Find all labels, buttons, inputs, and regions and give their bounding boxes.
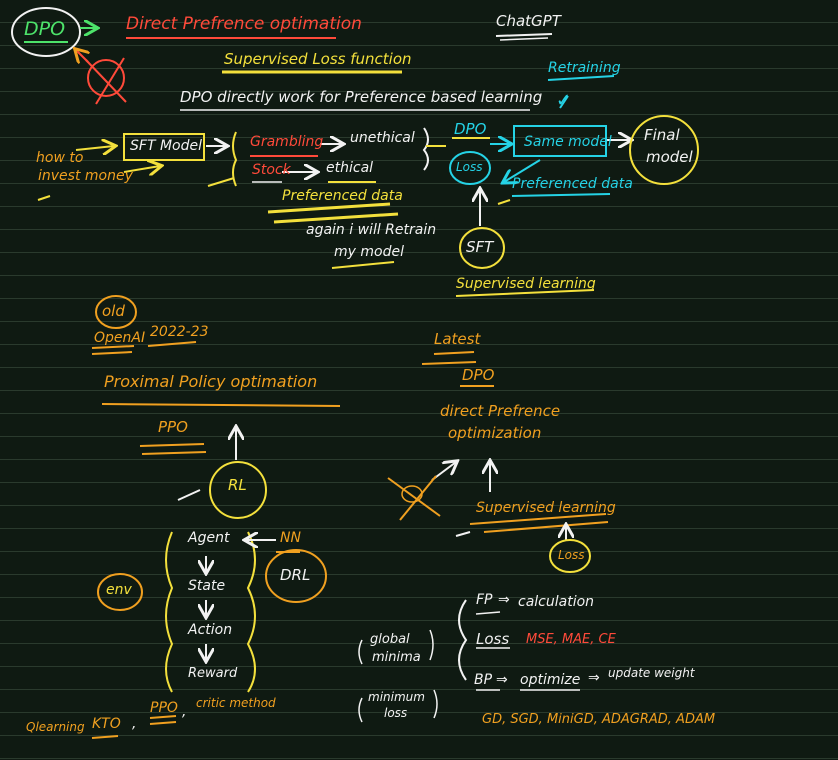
- optimize-arrow: ⇒: [588, 670, 600, 686]
- loss-circle: [449, 151, 491, 185]
- ppo-bottom-label: PPO: [150, 700, 178, 716]
- checkmark-icon: ✓: [556, 90, 572, 111]
- sft-circle: [459, 227, 505, 269]
- comma-1: ,: [132, 716, 137, 732]
- preferenced-data-yellow: Preferenced data: [282, 188, 403, 204]
- dpo-circle-label: DPO: [24, 18, 66, 40]
- latest-label: Latest: [434, 330, 481, 348]
- state-label: State: [188, 578, 226, 594]
- calculation-label: calculation: [518, 594, 595, 610]
- openai-label: OpenAI: [94, 330, 146, 346]
- supervised-loss-label: Supervised Loss function: [224, 50, 412, 68]
- retraining-label: Retraining: [548, 60, 621, 76]
- minimum-line1: minimum: [368, 690, 425, 704]
- global-line2: minima: [372, 650, 421, 665]
- bp-arrow: ⇒: [496, 672, 508, 688]
- dpo-title: Direct Prefrence optimation: [126, 14, 362, 34]
- rl-label: RL: [228, 476, 247, 494]
- supervised-learning-right: Supervised learning: [476, 500, 616, 516]
- year-label: 2022-23: [150, 324, 209, 340]
- old-circle: [95, 295, 137, 329]
- loss-right-label: Loss: [558, 548, 585, 562]
- rl-circle: [209, 461, 267, 519]
- preferenced-data-cyan: Preferenced data: [512, 176, 633, 192]
- direct-pref-line2: optimization: [448, 424, 542, 442]
- loss-circle-right: [549, 539, 591, 573]
- loss2-label: Loss: [476, 630, 510, 648]
- optimize-label: optimize: [520, 672, 581, 688]
- env-circle: [97, 573, 143, 611]
- loss-funcs-label: MSE, MAE, CE: [526, 632, 616, 647]
- reward-label: Reward: [188, 666, 238, 681]
- kto-label: KTO: [92, 716, 121, 732]
- sft-model-label: SFT Model: [130, 138, 202, 154]
- ppo-full-label: Proximal Policy optimation: [104, 372, 318, 391]
- unethical-label: unethical: [350, 130, 415, 146]
- qlearning-label: Qlearning: [26, 720, 85, 734]
- agent-label: Agent: [188, 530, 230, 546]
- env-label: env: [106, 582, 132, 598]
- direct-pref-line1: direct Prefrence: [440, 402, 561, 420]
- dpo-right-label: DPO: [462, 366, 495, 384]
- old-label: old: [102, 302, 125, 320]
- bp-label: BP: [474, 672, 493, 688]
- nn-label: NN: [280, 530, 301, 546]
- ppo-label: PPO: [158, 418, 188, 436]
- chatgpt-label: ChatGPT: [496, 12, 561, 30]
- final-label: Final: [644, 126, 680, 144]
- dpo-circle: [11, 7, 81, 57]
- action-label: Action: [188, 622, 233, 638]
- again-line2: my model: [334, 244, 404, 260]
- how-to-label: how to: [36, 150, 84, 166]
- fp-arrow: ⇒: [498, 592, 510, 608]
- update-weight-label: update weight: [608, 666, 695, 680]
- dpo-line-text: DPO directly work for Preference based l…: [180, 88, 543, 106]
- ethical-label: ethical: [326, 160, 374, 176]
- comma-2: ,: [182, 704, 187, 720]
- again-line1: again i will Retrain: [306, 222, 437, 238]
- model-label: model: [646, 148, 693, 166]
- sft-model-box: [123, 133, 205, 161]
- invest-money-label: invest money: [38, 168, 133, 184]
- sft-circle-label: SFT: [466, 238, 494, 256]
- minimum-line2: loss: [384, 706, 408, 720]
- drl-label: DRL: [280, 566, 311, 584]
- loss-small-label: Loss: [456, 160, 483, 174]
- crossed-rl-circle: [87, 59, 125, 97]
- drl-circle: [265, 549, 327, 603]
- same-model-label: Same model: [524, 134, 612, 150]
- stock-label: Stock: [252, 162, 291, 178]
- dpo-small-label: DPO: [454, 120, 487, 138]
- fp-label: FP: [476, 592, 493, 608]
- grambling-label: Grambling: [250, 134, 324, 150]
- optimizers-label: GD, SGD, MiniGD, ADAGRAD, ADAM: [482, 712, 716, 727]
- final-model-circle: [629, 115, 699, 185]
- supervised-learning-top: Supervised learning: [456, 276, 596, 292]
- critic-method-label: critic method: [196, 696, 276, 710]
- global-line1: global: [370, 632, 410, 647]
